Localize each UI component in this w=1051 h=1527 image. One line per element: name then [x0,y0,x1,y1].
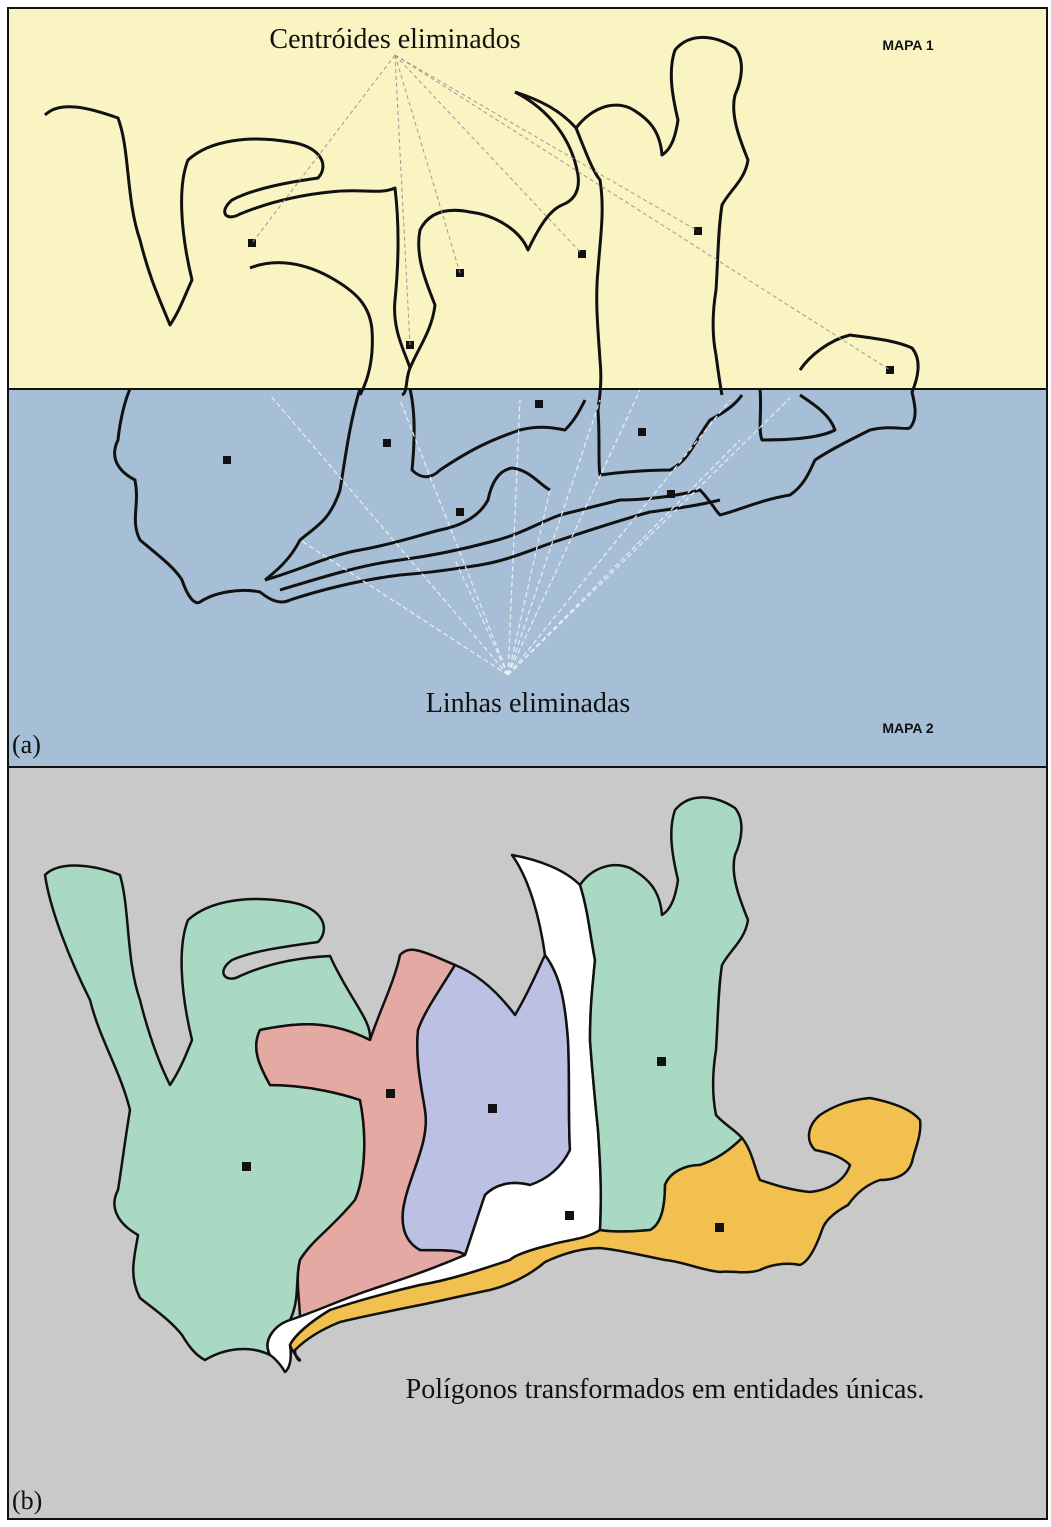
centroid-marker [488,1104,497,1113]
lines-removed-label: Linhas eliminadas [426,688,631,719]
centroid-marker [248,239,256,247]
centroid-marker [667,490,675,498]
centroid-marker [886,366,894,374]
centroid-marker [386,1089,395,1098]
map1-label: MAPA 1 [882,37,934,53]
centroid-marker [715,1223,724,1232]
centroid-marker [565,1211,574,1220]
centroid-marker [657,1057,666,1066]
centroid-marker [456,508,464,516]
centroid-marker [223,456,231,464]
panel-a: Centróides eliminados Linhas eliminadas … [8,8,1047,767]
map1-background [8,8,1047,389]
centroid-marker [535,400,543,408]
map2-label: MAPA 2 [882,720,934,736]
panel-b-letter: (b) [12,1486,42,1515]
centroids-removed-label: Centróides eliminados [269,24,520,55]
centroid-marker [383,439,391,447]
panel-b: Polígonos transformados em entidades úni… [8,767,1047,1519]
centroid-marker [242,1162,251,1171]
panel-b-caption: Polígonos transformados em entidades úni… [406,1374,925,1405]
panel-a-letter: (a) [12,730,41,759]
centroid-marker [638,428,646,436]
